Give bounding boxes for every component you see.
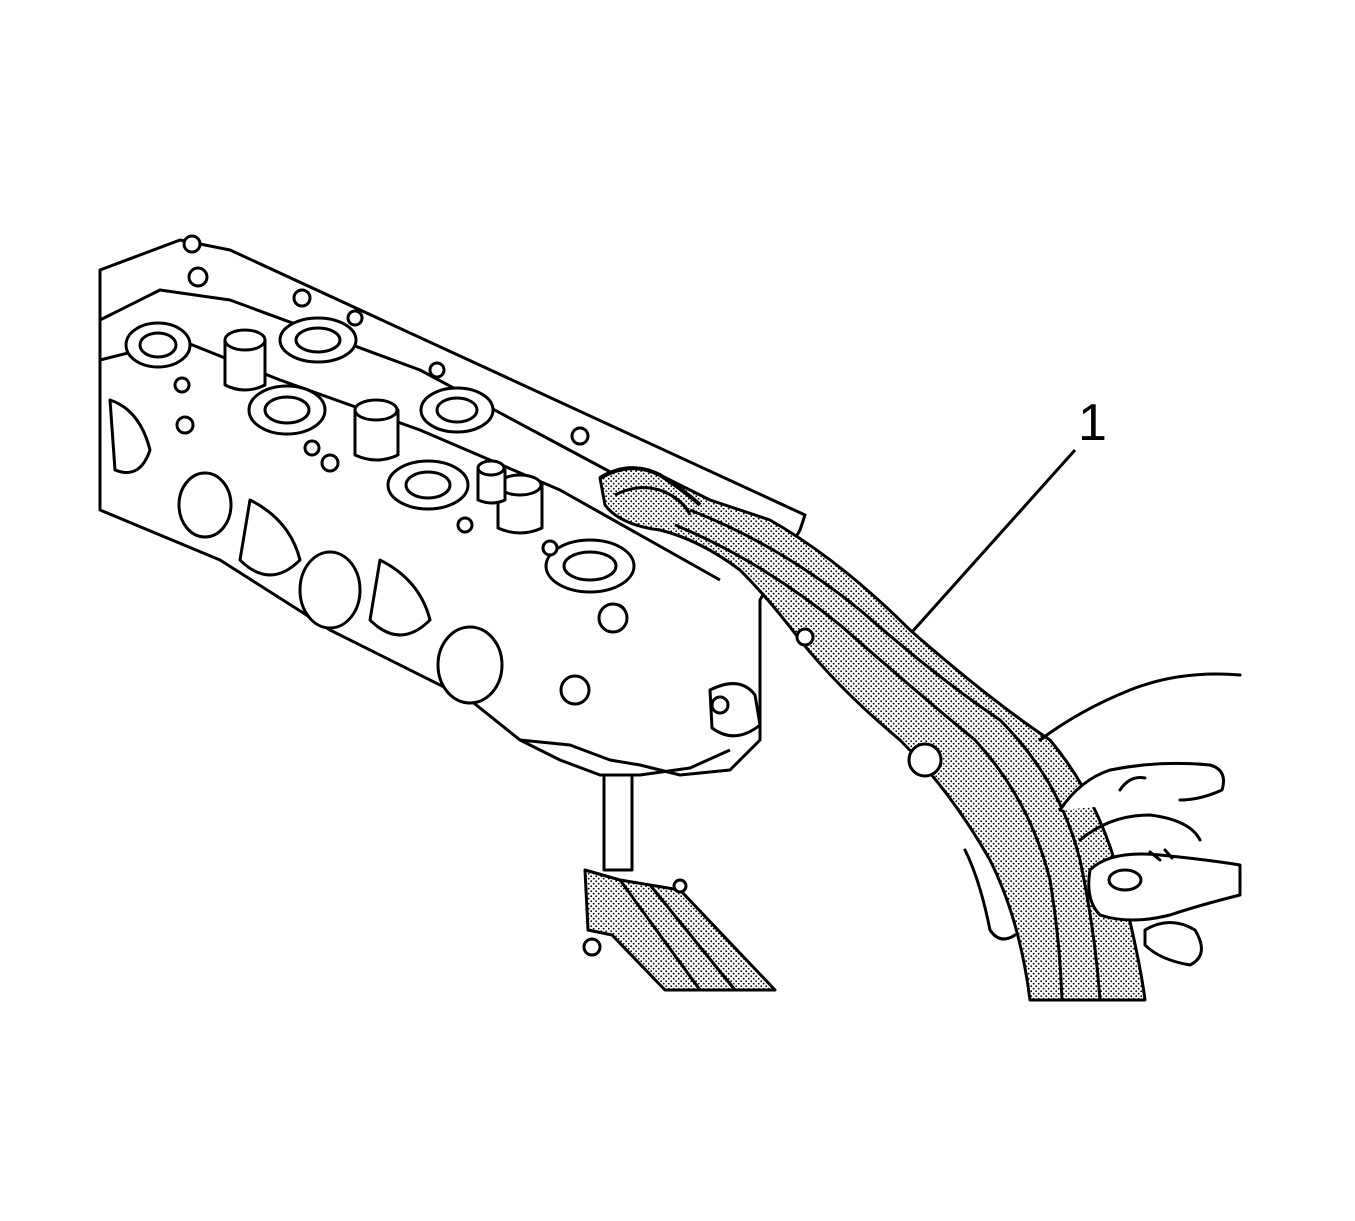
callout-1: 1 — [910, 394, 1107, 634]
callout-leader-line — [910, 448, 1077, 634]
valve-spring-tool — [598, 466, 1147, 1002]
callout-number: 1 — [1078, 394, 1107, 452]
lower-tool-arm — [582, 773, 777, 992]
hand-illustration — [963, 672, 1242, 967]
cylinder-head — [98, 234, 807, 777]
